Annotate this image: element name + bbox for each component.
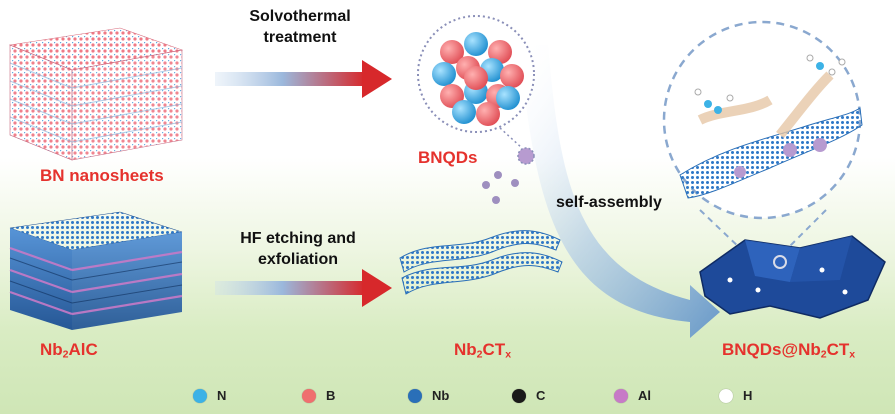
legend-swatch-al xyxy=(614,388,628,403)
solvothermal-line2: treatment xyxy=(263,29,337,46)
legend-swatch-b xyxy=(302,388,316,403)
legend-item-h: H xyxy=(719,388,752,403)
legend-label-nb: Nb xyxy=(432,388,450,403)
nb2ctx-part-a: Nb xyxy=(454,340,477,359)
boron-atom xyxy=(464,66,488,90)
nb2ctx-part-b: CT xyxy=(482,340,506,359)
boron-atom xyxy=(500,64,524,88)
legend-item-c: C xyxy=(512,388,545,403)
solvothermal-arrow xyxy=(215,60,392,98)
bnqds-nb2ctx-composite-illustration xyxy=(699,235,886,319)
nb2alc-part-b: AlC xyxy=(68,340,98,359)
nb2ctx-sub1: 2 xyxy=(476,348,483,361)
legend-item-b: B xyxy=(302,388,335,403)
hf-etching-label: HF etching and exfoliation xyxy=(228,228,368,270)
nb2alc-part-a: Nb xyxy=(40,340,63,359)
self-assembly-arrow xyxy=(520,45,720,338)
magnified-view-illustration xyxy=(662,20,863,251)
legend-label-h: H xyxy=(743,388,753,403)
product-part-a: BNQDs@Nb xyxy=(722,340,821,359)
legend-swatch-nb xyxy=(408,388,422,403)
bn-nanosheets-label: BN nanosheets xyxy=(40,166,164,185)
product-label: BNQDs@Nb2CTx xyxy=(722,340,855,361)
boron-atom xyxy=(488,40,512,64)
legend-swatch-h xyxy=(719,388,733,403)
nb2ctx-label: Nb2CTx xyxy=(454,340,511,361)
hf-line1: HF etching and xyxy=(240,230,356,247)
legend-label-b: B xyxy=(326,388,336,403)
product-sub2: x xyxy=(849,348,856,361)
legend-label-c: C xyxy=(536,388,546,403)
legend-swatch-c xyxy=(512,388,526,403)
legend-item-al: Al xyxy=(614,388,651,403)
bnqd-cluster-illustration xyxy=(417,15,535,204)
legend-label-n: N xyxy=(217,388,227,403)
nb2ctx-sub2: x xyxy=(505,348,512,361)
nitrogen-atom xyxy=(464,32,488,56)
product-sub1: 2 xyxy=(820,348,827,361)
boron-atom xyxy=(476,102,500,126)
nb2alc-sub: 2 xyxy=(62,348,69,361)
legend-item-nb: Nb xyxy=(408,388,449,403)
legend-swatch-n xyxy=(193,388,207,403)
nitrogen-atom xyxy=(496,86,520,110)
product-part-b: CT xyxy=(826,340,850,359)
bn-nanosheets-illustration xyxy=(8,27,184,161)
legend-item-n: N xyxy=(193,388,226,403)
nb2ctx-illustration xyxy=(399,230,563,295)
solvothermal-line1: Solvothermal xyxy=(249,8,351,25)
hf-etching-arrow xyxy=(215,269,392,307)
self-assembly-label: self-assembly xyxy=(556,194,662,211)
atom-legend: N B Nb C Al H xyxy=(0,388,895,412)
hf-line2: exfoliation xyxy=(257,251,338,268)
legend-label-al: Al xyxy=(638,388,651,403)
boron-atom xyxy=(440,40,464,64)
solvothermal-label: Solvothermal treatment xyxy=(240,6,360,48)
nitrogen-atom xyxy=(452,100,476,124)
nb2alc-label: Nb2AlC xyxy=(40,340,98,361)
bnqds-label: BNQDs xyxy=(418,148,478,167)
nitrogen-atom xyxy=(432,62,456,86)
nb2alc-illustration xyxy=(9,211,183,330)
